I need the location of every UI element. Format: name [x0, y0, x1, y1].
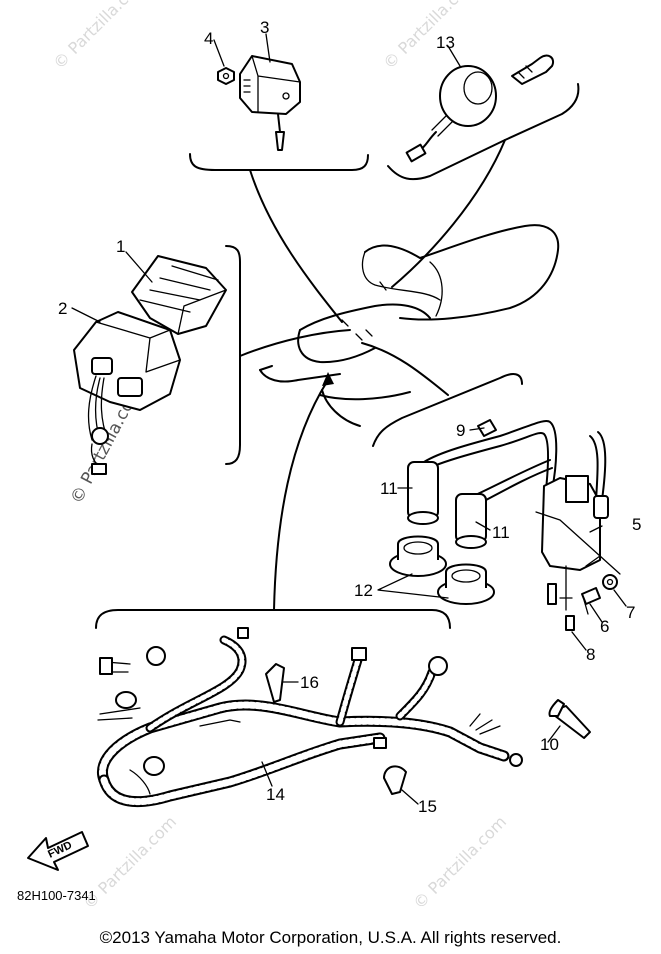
part-14-wire-harness	[97, 627, 523, 808]
watermark-top-right: © Partzilla.com	[379, 0, 480, 73]
callout-11-a: 11	[380, 479, 398, 498]
callout-14: 14	[266, 785, 285, 804]
callout-12: 12	[354, 581, 373, 600]
callout-4: 4	[204, 29, 213, 48]
part-2-cdi-unit	[73, 311, 181, 475]
watermark-layer: © Partzilla.com © Partzilla.com © Partzi…	[49, 0, 510, 913]
callout-2: 2	[58, 299, 67, 318]
part-1-unit	[131, 255, 227, 335]
watermark-bottom-mid: © Partzilla.com	[409, 812, 510, 913]
callout-11-b: 11	[492, 523, 510, 542]
callout-8: 8	[586, 645, 595, 664]
callout-13: 13	[436, 33, 455, 52]
part-16-clip	[265, 663, 285, 703]
part-10-clamp	[548, 699, 591, 739]
callout-9: 9	[456, 421, 465, 440]
part-3-regulator	[239, 55, 301, 151]
frame-seat-outline	[259, 224, 560, 427]
callout-numbers: 1 2 3 4 5 6 7 8 9 10 11 11 12 13 14 15 1…	[58, 18, 641, 816]
watermark-top-left: © Partzilla.com	[49, 0, 150, 73]
callout-3: 3	[260, 18, 269, 37]
part-11-plug-caps	[407, 420, 558, 549]
part-5-ignition-coil	[541, 431, 609, 611]
forward-direction-arrow: FWD	[27, 831, 89, 871]
callout-6: 6	[600, 617, 609, 636]
callout-1: 1	[116, 237, 125, 256]
callout-15: 15	[418, 797, 437, 816]
diagram-code: 82H100-7341	[17, 888, 96, 903]
callout-10: 10	[540, 735, 559, 754]
parts-fasteners	[565, 574, 618, 631]
copyright-notice: ©2013 Yamaha Motor Corporation, U.S.A. A…	[99, 928, 562, 947]
part-4-nut	[217, 67, 235, 85]
part-13-main-switch	[405, 54, 554, 163]
part-9-cap	[477, 419, 497, 437]
callout-5: 5	[632, 515, 641, 534]
part-12-grommets	[389, 535, 495, 605]
part-15-clamp	[383, 765, 407, 795]
callout-7: 7	[626, 603, 635, 622]
callout-leaders	[71, 33, 627, 805]
callout-16: 16	[300, 673, 319, 692]
